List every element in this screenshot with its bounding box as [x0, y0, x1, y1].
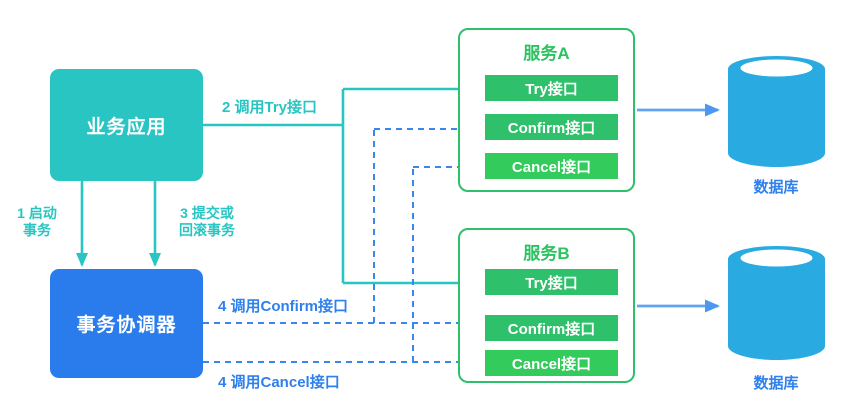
database-a-icon [728, 56, 825, 167]
call-try-label: 2 调用Try接口 [222, 99, 318, 116]
service-b-cancel-label: Cancel接口 [511, 355, 592, 373]
service-b-title: 服务B [523, 244, 570, 263]
business-app-label: 业务应用 [86, 116, 167, 138]
service-a-confirm-label: Confirm接口 [507, 119, 596, 137]
start-tx-label: 1 启动 事务 [17, 205, 57, 238]
call-confirm-label: 4 调用Confirm接口 [218, 298, 349, 315]
service-a-cancel-label: Cancel接口 [511, 158, 592, 176]
service-a-panel: 服务A Try接口 Confirm接口 Cancel接口 [458, 28, 635, 192]
service-b-try-label: Try接口 [525, 274, 578, 292]
service-b-cancel-interface: Cancel接口 [485, 350, 618, 376]
service-a-try-interface: Try接口 [485, 75, 618, 101]
try-call-trunk-line [203, 89, 345, 283]
service-a-try-label: Try接口 [525, 80, 578, 98]
coordinator-label: 事务协调器 [76, 315, 177, 336]
database-b-label: 数据库 [753, 375, 799, 392]
service-b-confirm-label: Confirm接口 [507, 320, 596, 338]
service-a-cancel-interface: Cancel接口 [485, 153, 618, 179]
service-b-panel: 服务B Try接口 Confirm接口 Cancel接口 [458, 228, 635, 383]
service-b-try-interface: Try接口 [485, 269, 618, 295]
service-b-confirm-interface: Confirm接口 [485, 315, 618, 341]
business-app-node: 业务应用 [50, 69, 203, 181]
service-a-title: 服务A [523, 44, 570, 63]
database-a-label: 数据库 [753, 179, 799, 196]
call-cancel-label: 4 调用Cancel接口 [218, 374, 340, 391]
service-a-confirm-interface: Confirm接口 [485, 114, 618, 140]
coordinator-node: 事务协调器 [50, 269, 203, 378]
database-b-icon [728, 246, 825, 360]
commit-rollback-label: 3 提交或 回滚事务 [179, 205, 235, 238]
